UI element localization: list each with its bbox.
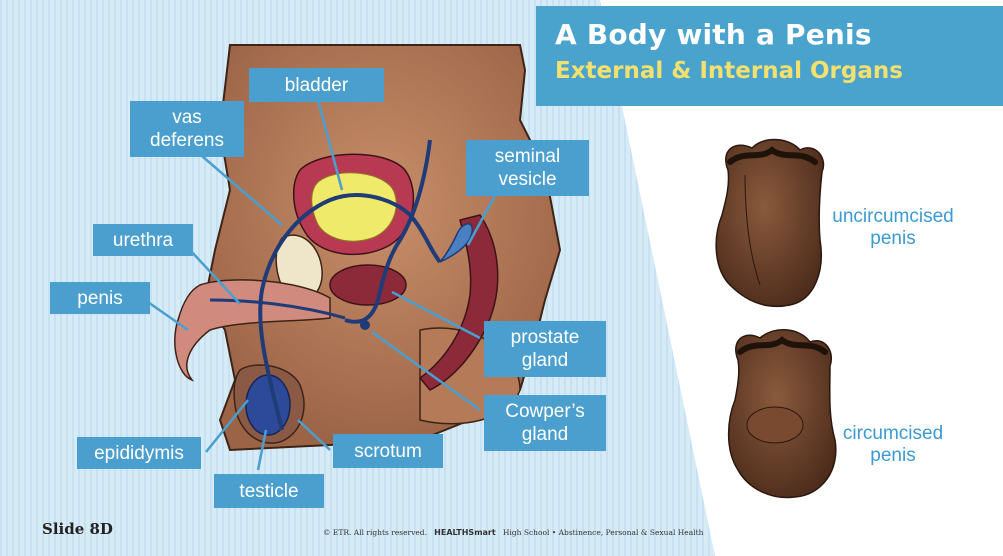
circumcised-penis-illustration [729,330,836,498]
label-urethra: urethra [93,224,193,256]
label-scrotum: scrotum [333,434,443,468]
footer-course: High School • Abstinence, Personal & Sex… [503,528,704,537]
footer: © ETR. All rights reserved. HEALTHSmart … [323,528,703,537]
uncircumcised-penis-illustration [716,140,823,307]
slide-number: Slide 8D [42,520,113,538]
label-prostate-gland: prostate gland [484,321,606,377]
label-uncircumcised-penis: uncircumcised penis [828,206,958,250]
label-penis: penis [50,282,150,314]
label-seminal-vesicle: seminal vesicle [466,140,589,196]
footer-brand: HEALTHSmart [434,528,496,537]
label-epididymis: epididymis [77,437,201,469]
footer-copyright: © ETR. All rights reserved. [323,528,427,537]
slide-title: A Body with a Penis [555,18,995,51]
slide-subtitle: External & Internal Organs [555,58,995,84]
label-testicle: testicle [214,474,324,508]
label-bladder: bladder [249,68,384,102]
label-cowpers-gland: Cowper’s gland [484,395,606,451]
label-circumcised-penis: circumcised penis [838,423,948,467]
label-vas-deferens: vas deferens [130,101,244,157]
